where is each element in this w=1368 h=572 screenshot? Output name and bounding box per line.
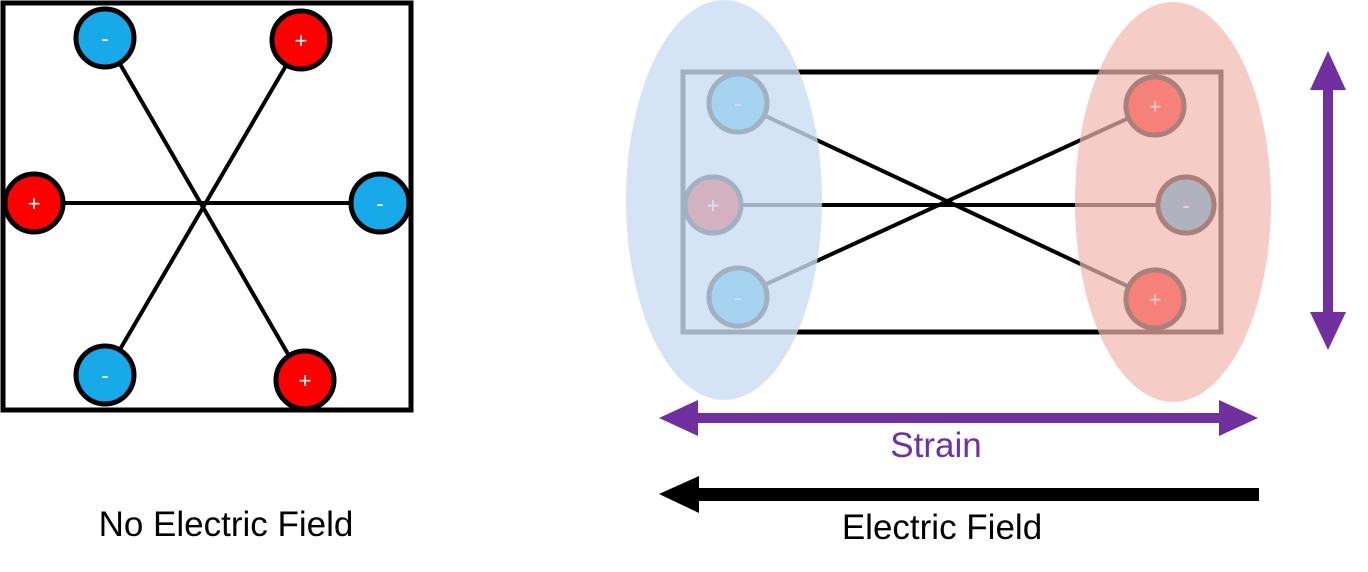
charge-sign: - xyxy=(101,363,108,388)
horizontal-strain-arrow xyxy=(659,400,1258,436)
charge-sign: - xyxy=(376,191,383,216)
arrow-shaft xyxy=(1323,88,1333,314)
arrow-head-right xyxy=(1219,400,1258,436)
charge-sign: - xyxy=(101,26,108,51)
charge-circle xyxy=(273,348,337,412)
negative-charge-region xyxy=(626,0,822,400)
bond-line xyxy=(103,38,303,377)
arrow-shaft xyxy=(696,413,1220,423)
arrow-head-left xyxy=(659,476,699,513)
left-panel: - + + - - + No Electric Field xyxy=(0,0,414,544)
charge-circle xyxy=(348,171,412,235)
charge-circle xyxy=(269,8,333,72)
charge-circle xyxy=(73,6,137,70)
charge-sign: + xyxy=(28,191,41,216)
right-panel: - + - + - + xyxy=(626,0,1346,547)
arrow-shaft xyxy=(696,488,1259,501)
charge-positive: + xyxy=(273,348,337,412)
charge-negative: - xyxy=(73,343,137,407)
charge-negative: - xyxy=(73,6,137,70)
positive-charge-region xyxy=(1075,2,1271,402)
charge-circle xyxy=(73,343,137,407)
charge-circle xyxy=(2,171,66,235)
charge-negative: - xyxy=(348,171,412,235)
vertical-strain-arrow xyxy=(1310,51,1346,350)
charge-sign: + xyxy=(295,28,308,53)
arrow-head-left xyxy=(659,400,698,436)
arrow-head-down xyxy=(1310,312,1346,350)
electric-field-arrow xyxy=(659,476,1259,513)
arrow-head-up xyxy=(1310,51,1346,90)
charge-positive: + xyxy=(269,8,333,72)
left-caption: No Electric Field xyxy=(99,505,354,544)
strain-label: Strain xyxy=(890,426,981,465)
electric-field-label: Electric Field xyxy=(842,508,1042,547)
charge-sign: + xyxy=(299,368,312,393)
charge-positive: + xyxy=(2,171,66,235)
